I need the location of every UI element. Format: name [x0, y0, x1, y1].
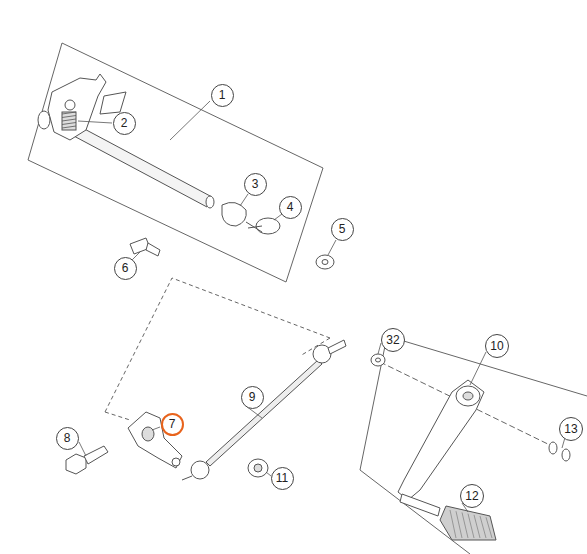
callout-number: 3 [244, 173, 267, 196]
callout-number: 6 [114, 257, 137, 280]
bushing [248, 459, 268, 477]
callout-text: 8 [64, 432, 71, 444]
callout-number: 5 [331, 218, 354, 241]
return-spring [62, 112, 76, 130]
spring-washer-leg [246, 222, 262, 232]
callout-number: 8 [56, 427, 79, 450]
callout-text: 2 [121, 117, 128, 129]
washer [371, 354, 385, 366]
callout-number: 1 [211, 84, 234, 107]
callout-text: 13 [564, 423, 577, 435]
washer [549, 442, 557, 454]
callout-text: 10 [490, 340, 503, 352]
lever-peg [400, 494, 440, 516]
shift-lever [398, 380, 484, 500]
callout-text: 5 [339, 223, 346, 235]
callout-number: 32 [381, 328, 405, 352]
bolt-shank [84, 446, 108, 464]
shift-clamp [128, 412, 182, 468]
callout-number: 12 [460, 484, 484, 508]
callout-text: 7 [169, 418, 176, 430]
group-frame [28, 43, 323, 282]
callout-text: 32 [386, 334, 399, 346]
shift-plate [48, 74, 106, 140]
callout-number: 7 [161, 413, 184, 436]
washer-hole [376, 358, 381, 362]
callout-text: 11 [276, 472, 288, 484]
pin [65, 100, 75, 110]
bushing-bore [254, 464, 262, 472]
joint-stud [182, 476, 192, 480]
callout-text: 12 [465, 490, 478, 502]
callout-text: 6 [122, 262, 129, 274]
shift-pawl [100, 92, 126, 114]
callout-text: 4 [287, 201, 294, 213]
callout-number: 13 [559, 417, 583, 441]
peg-rubber [440, 506, 496, 540]
joint-stud [328, 340, 346, 354]
lever-hub [456, 386, 480, 406]
clamp-hole [172, 458, 180, 466]
callout-number: 2 [113, 112, 136, 135]
group-frame [105, 278, 330, 420]
shaft-stub [38, 111, 50, 129]
shaft-clip [222, 202, 246, 226]
callout-text: 3 [252, 178, 259, 190]
callout-text: 1 [219, 89, 226, 101]
clamp-bore [142, 427, 154, 441]
group-frame [360, 336, 587, 554]
ball-joint [191, 461, 209, 479]
shift-rod [206, 360, 322, 466]
callout-number: 4 [279, 196, 302, 219]
callout-text: 9 [249, 391, 256, 403]
leader-lines [78, 101, 566, 512]
washer [316, 255, 334, 269]
circlip [562, 449, 570, 461]
callout-number: 9 [241, 386, 264, 409]
shaft-end [206, 196, 214, 208]
lever-bore [463, 392, 473, 400]
callout-number: 11 [271, 467, 294, 490]
bolt-shank [146, 243, 160, 256]
washer-hole [322, 260, 328, 265]
bolt-head [66, 454, 86, 474]
callout-number: 10 [485, 334, 509, 358]
axis-line [380, 362, 556, 448]
